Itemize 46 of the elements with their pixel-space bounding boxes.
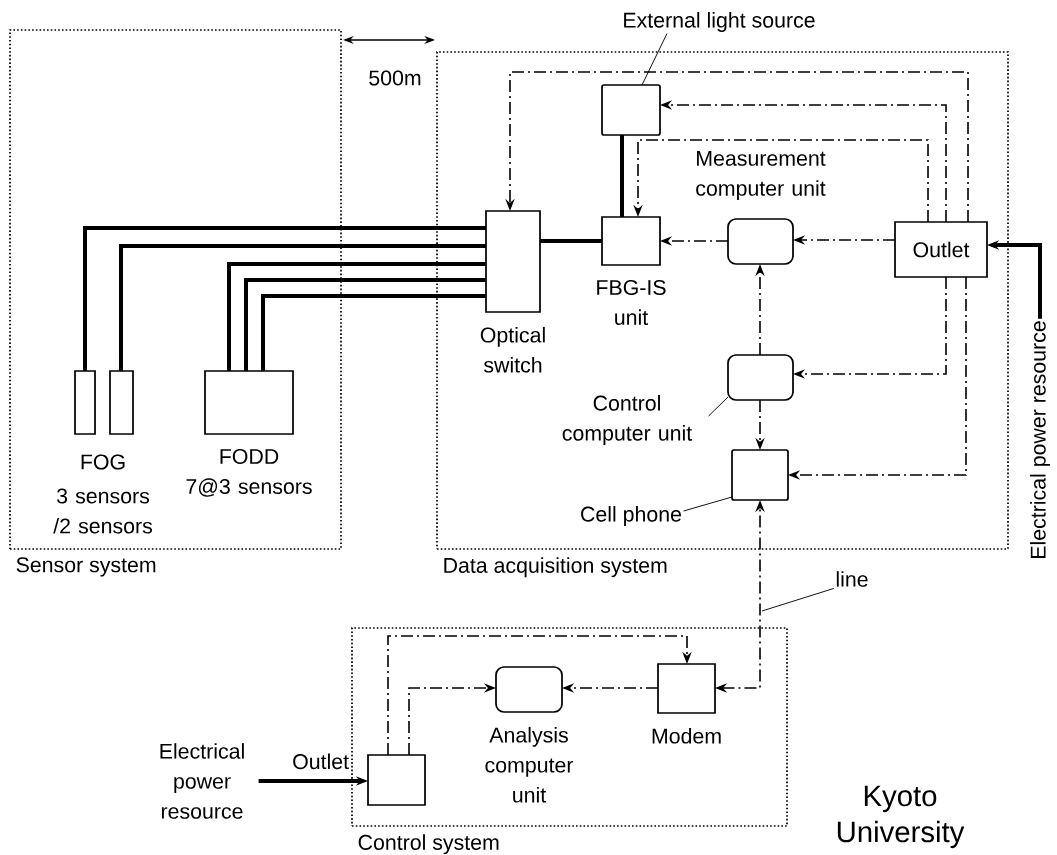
node-label: Analysis computer unit [485, 726, 574, 803]
connection-line [83, 226, 486, 371]
text-label: External light source [624, 12, 815, 32]
leader-line [641, 33, 668, 86]
unit-box: FBG-IS unit [597, 216, 666, 326]
computer-box [727, 354, 794, 401]
outlet-box: Outlet [894, 221, 988, 278]
caption-text: Kyoto University [837, 785, 965, 849]
sensor-bar [109, 370, 134, 435]
dimension-label: 500m [369, 70, 421, 86]
arrow [387, 635, 692, 756]
text-label: line [836, 571, 868, 587]
sensor-box: FODD 7@3 sensors [186, 370, 312, 497]
leader-line [761, 587, 835, 612]
sensor-label: FOG [81, 454, 125, 470]
node-label: Outlet [293, 753, 349, 770]
light-source-box [601, 84, 661, 136]
switch-box: Optical switch [480, 210, 545, 373]
connection-line [540, 239, 602, 243]
text-label: Control computer unit [562, 395, 693, 445]
sensor-bar [74, 370, 96, 435]
node-label: FBG-IS unit [597, 279, 666, 326]
node-label: FODD [220, 448, 279, 465]
node-label: Data acquisition system [444, 557, 667, 578]
text-label: Cell phone [581, 506, 681, 526]
connection-line [119, 244, 486, 371]
leader-line [708, 396, 729, 417]
text-label: Electrical power resource [160, 743, 244, 819]
connection-line [227, 262, 486, 371]
computer-box: Measurement computer unit [696, 150, 826, 265]
modem-box: Modem [652, 663, 721, 744]
computer-box: Analysis computer unit [485, 666, 574, 803]
sensor-label: 3 sensors /2 sensors [53, 488, 152, 534]
connection-line [620, 135, 624, 217]
outlet-box: Outlet [293, 753, 426, 806]
connection-line [244, 278, 486, 371]
node-label: Optical switch [480, 326, 545, 373]
node-label: Modem [652, 727, 721, 744]
node-label: Measurement computer unit [696, 150, 826, 201]
node-label: Sensor system [16, 557, 156, 577]
connection-line [261, 294, 486, 371]
phone-box [731, 449, 789, 501]
node-label: 7@3 sensors [186, 478, 312, 497]
node-label: Control system [358, 834, 499, 855]
text-label: Electrical power resource [1030, 321, 1050, 558]
leader-line [683, 496, 733, 512]
